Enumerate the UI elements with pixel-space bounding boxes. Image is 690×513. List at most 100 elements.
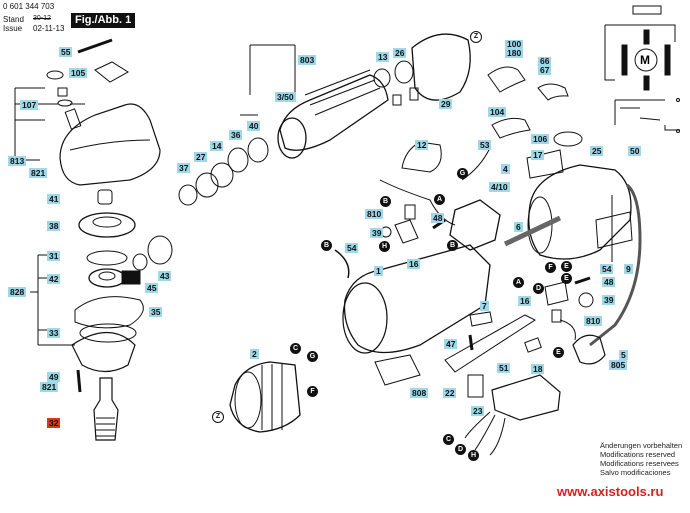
part-label-45[interactable]: 45 (145, 283, 159, 293)
part-label-47[interactable]: 47 (444, 339, 458, 349)
part-label-6[interactable]: 6 (514, 222, 523, 232)
part-label-808[interactable]: 808 (410, 388, 429, 398)
part-label-29[interactable]: 29 (439, 99, 453, 109)
issue-label: Issue (3, 24, 23, 33)
connector-a-marker-2: A (513, 277, 524, 288)
part-label-180: 180 (507, 48, 522, 58)
part-label-31[interactable]: 31 (47, 251, 61, 261)
part-label-51[interactable]: 51 (497, 363, 511, 373)
connector-g-marker: G (457, 168, 468, 179)
part-label-14[interactable]: 14 (210, 141, 224, 151)
connector-c-marker-2: C (443, 434, 454, 445)
part-label-26[interactable]: 26 (393, 48, 407, 58)
connector-b-marker: B (380, 196, 391, 207)
stand-label: Stand (3, 15, 24, 24)
part-label-813[interactable]: 813 (8, 156, 27, 166)
part-label-43[interactable]: 43 (158, 271, 172, 281)
part-label-54-b[interactable]: 54 (600, 264, 614, 274)
connector-e-marker-3: E (561, 261, 572, 272)
part-label-13[interactable]: 13 (376, 52, 390, 62)
part-label-7[interactable]: 7 (480, 301, 489, 311)
part-label-36[interactable]: 36 (229, 130, 243, 140)
connector-a-marker: A (434, 194, 445, 205)
part-label-55[interactable]: 55 (59, 47, 73, 57)
switch-rod-22 (444, 314, 537, 373)
part-label-42[interactable]: 42 (47, 274, 61, 284)
part-label-9[interactable]: 9 (624, 264, 633, 274)
part-label-821[interactable]: 821 (29, 168, 48, 178)
part-label-803[interactable]: 803 (298, 55, 317, 65)
stator-2 (229, 361, 301, 433)
part-label-105[interactable]: 105 (69, 68, 88, 78)
note-en: Modifications reserved (600, 450, 676, 459)
part-label-18[interactable]: 18 (531, 364, 545, 374)
part-label-49[interactable]: 49 (47, 372, 61, 382)
motor-symbol: M (640, 53, 650, 67)
connector-f-marker: F (545, 262, 556, 273)
part-number: 0 601 344 703 (3, 2, 55, 11)
part-label-50[interactable]: 50 (628, 146, 642, 156)
motor-housing-1 (343, 244, 491, 354)
bracket-828 (30, 254, 75, 346)
part-label-48-b[interactable]: 48 (602, 277, 616, 287)
part-label-25[interactable]: 25 (590, 146, 604, 156)
fan-cover-29 (411, 33, 471, 101)
gear-housing (59, 103, 161, 186)
part-label-41[interactable]: 41 (47, 194, 61, 204)
part-label-35[interactable]: 35 (149, 307, 163, 317)
part-label-39-b[interactable]: 39 (602, 295, 616, 305)
flange (71, 332, 136, 373)
part-label-39[interactable]: 39 (370, 228, 384, 238)
plug (572, 334, 606, 365)
connector-z-marker: Z (470, 31, 482, 43)
part-label-27[interactable]: 27 (194, 152, 208, 162)
part-label-100: 100 (507, 39, 522, 49)
part-label-4-10[interactable]: 4/10 (489, 182, 510, 192)
part-label-805[interactable]: 805 (609, 360, 628, 370)
spindle-32 (93, 377, 119, 441)
connector-b-marker-3: B (321, 240, 332, 251)
note-es: Salvo modificaciones (600, 468, 671, 477)
part-label-48[interactable]: 48 (431, 213, 445, 223)
part-label-38[interactable]: 38 (47, 221, 61, 231)
part-label-22[interactable]: 22 (443, 388, 457, 398)
part-label-23[interactable]: 23 (471, 406, 485, 416)
part-label-12[interactable]: 12 (415, 140, 429, 150)
part-label-17[interactable]: 17 (531, 150, 545, 160)
part-label-4[interactable]: 4 (501, 164, 510, 174)
part-label-821-b[interactable]: 821 (40, 382, 59, 392)
website-link[interactable]: www.axistools.ru (557, 484, 664, 499)
part-label-107[interactable]: 107 (20, 100, 39, 110)
connector-f-marker-2: F (307, 386, 318, 397)
part-label-3-50[interactable]: 3/50 (275, 92, 296, 102)
connector-z-marker-2: Z (212, 411, 224, 423)
part-label-40[interactable]: 40 (247, 121, 261, 131)
part-label-37[interactable]: 37 (177, 163, 191, 173)
part-label-810[interactable]: 810 (365, 209, 384, 219)
part-label-106[interactable]: 106 (531, 134, 550, 144)
part-label-2[interactable]: 2 (250, 349, 259, 359)
part-label-53[interactable]: 53 (478, 140, 492, 150)
issue-date: 02-11-13 (33, 24, 65, 33)
part-label-828[interactable]: 828 (8, 287, 27, 297)
connector-e-marker-2: E (553, 347, 564, 358)
gear-38 (78, 212, 136, 238)
part-label-16-b[interactable]: 16 (518, 296, 532, 306)
part-label-54[interactable]: 54 (345, 243, 359, 253)
connector-b-marker-2: B (447, 240, 458, 251)
modification-notes: Änderungen vorbehalten Modifications res… (600, 441, 682, 477)
part-label-810-b[interactable]: 810 (584, 316, 603, 326)
part-label-104[interactable]: 104 (488, 107, 507, 117)
part-label-32-highlighted[interactable]: 32 (47, 418, 61, 428)
part-label-33[interactable]: 33 (47, 328, 61, 338)
part-label-1[interactable]: 1 (374, 266, 383, 276)
electronics-51 (491, 374, 561, 421)
part-label-5[interactable]: 5 (619, 350, 628, 360)
part-label-16[interactable]: 16 (407, 259, 421, 269)
note-fr: Modifications reservees (600, 459, 679, 468)
note-de: Änderungen vorbehalten (600, 441, 683, 450)
